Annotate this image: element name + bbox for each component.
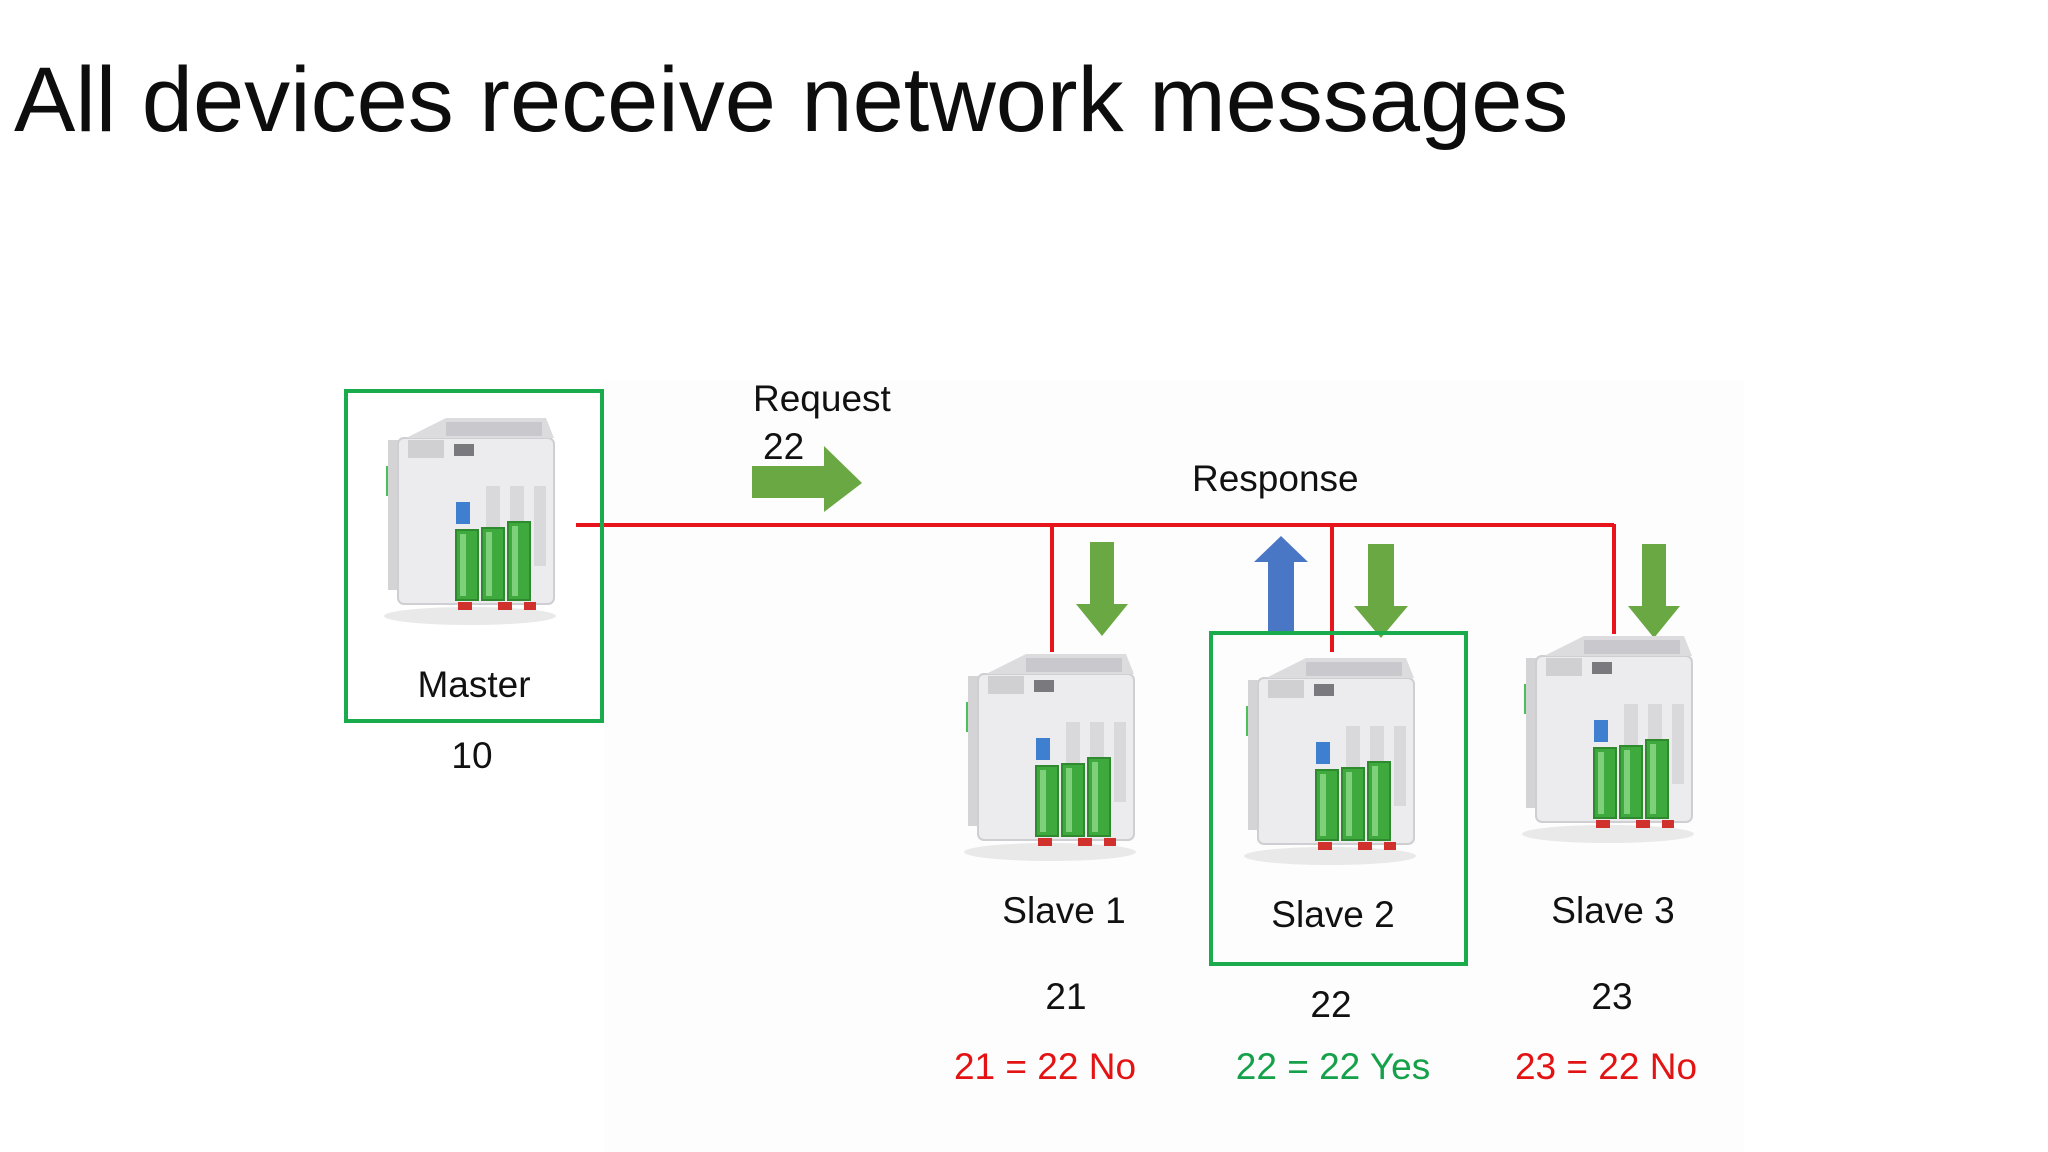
slave-2-address: 22 [1310,984,1352,1025]
slave-2-label: Slave 2 [1271,894,1395,935]
request-label: Request [753,378,891,419]
bus-line [576,523,1616,652]
slave-3-down-arrow-icon [1628,544,1680,638]
master-label: Master [417,664,531,705]
slave-2-comparison: 22 = 22 Yes [1235,1046,1431,1087]
request-arrow-icon [752,446,862,512]
master-address: 10 [451,735,493,776]
response-label: Response [1192,458,1359,499]
slave-1-address: 21 [1045,976,1087,1017]
slave-1-device-icon [963,653,1137,862]
slide-title: All devices receive network messages [14,49,1569,151]
request-address: 22 [763,426,805,467]
slave-3-address: 23 [1591,976,1633,1017]
slave-2-highlight-frame [1209,631,1468,966]
slave-1-down-arrow-icon [1076,542,1128,636]
response-up-arrow-icon [1254,536,1308,632]
slave-3-device-icon [1521,635,1695,844]
slave-1-comparison: 21 = 22 No [953,1046,1137,1087]
slave-3-comparison: 23 = 22 No [1514,1046,1698,1087]
slave-1-label: Slave 1 [1002,890,1126,931]
master-highlight-frame [344,389,604,723]
slave-2-device-icon [1243,657,1417,866]
slave-2-down-arrow-icon [1354,544,1408,638]
slave-3-label: Slave 3 [1551,890,1675,931]
master-device-icon [383,417,557,626]
